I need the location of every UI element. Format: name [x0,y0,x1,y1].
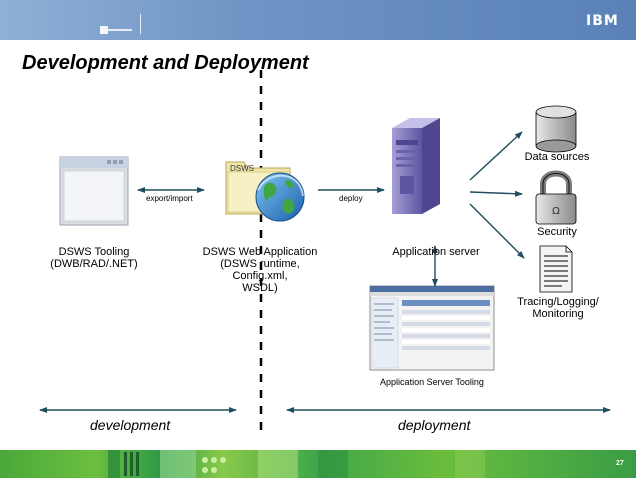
node-tooling-line-2: (DWB/RAD/.NET) [50,258,138,270]
phase-development-label: development [90,417,171,433]
ibm-logo: IBM [582,12,622,30]
node-webapp-label: DSWS Web Application (DSWS runtime, Conf… [190,246,330,294]
node-webapp-line-2: (DSWS runtime, [220,258,300,270]
node-server-tooling-label: Application Server Tooling [380,377,484,387]
header-decoration [100,26,108,34]
globe-icon [255,172,305,222]
node-tooling-label: DSWS Tooling (DWB/RAD/.NET) [44,246,144,270]
edge-to-security [469,190,523,197]
node-tracing-line-2: Monitoring [532,308,584,320]
edge-deploy-label: deploy [339,194,363,203]
edge-to-data-sources [469,131,523,181]
phase-deployment-label: deployment [398,417,471,433]
header-decoration-line [108,29,132,31]
server-tooling-screenshot [369,285,495,371]
document-icon [539,245,573,293]
header-decoration-divider [140,14,141,34]
node-data-sources-label: Data sources [524,151,590,163]
node-security-label: Security [537,226,577,238]
node-tooling-line-1: DSWS Tooling [58,246,130,258]
database-icon [535,105,577,153]
slide-title: Development and Deployment [22,52,309,74]
node-tracing-line-1: Tracing/Logging/ [517,296,599,308]
svg-text:Ω: Ω [552,206,560,217]
node-webapp-line-3: Config.xml, [232,270,288,282]
folder-tab-label: DSWS [230,164,254,173]
edge-to-tracing [469,203,525,259]
node-tracing-label: Tracing/Logging/ Monitoring [498,296,618,320]
page-number: 27 [616,460,624,467]
node-appserver-label: Application server [392,246,480,258]
padlock-icon: Ω [535,170,577,225]
node-webapp-line-1: DSWS Web Application [202,246,318,258]
server-icon [392,118,440,214]
window-icon [59,156,129,226]
ibm-logo-text: IBM [586,13,619,29]
edge-export-import-label: export/import [146,194,193,203]
node-webapp-line-4: WSDL) [242,282,278,294]
